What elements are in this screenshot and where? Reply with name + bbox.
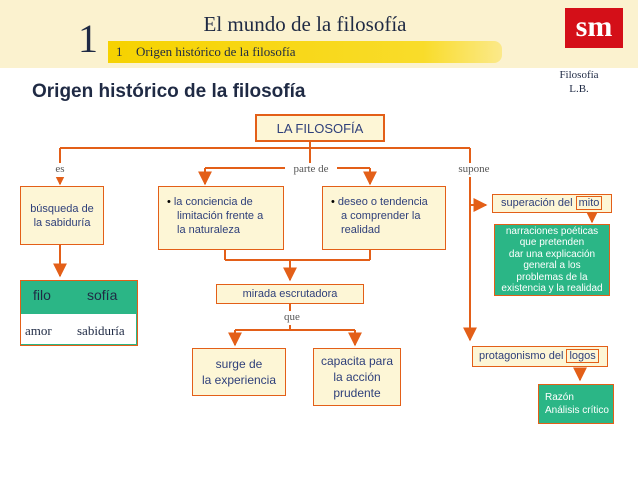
node-conciencia-line2: limitación frente a bbox=[177, 210, 264, 222]
book-title: El mundo de la filosofía bbox=[203, 12, 407, 36]
node-capacita: capacita para la acción prudente bbox=[313, 348, 401, 406]
node-mirada: mirada escrutadora bbox=[216, 284, 364, 304]
node-protagonismo-prefix: protagonismo del bbox=[479, 350, 564, 362]
section-title: Origen histórico de la filosofía bbox=[136, 44, 296, 59]
node-deseo-line3: realidad bbox=[341, 224, 381, 236]
node-razon: Razón Análisis crítico bbox=[538, 384, 614, 424]
etymology-sabiduria: sabiduría bbox=[77, 323, 125, 338]
node-conciencia: la conciencia de limitación frente a la … bbox=[158, 186, 284, 250]
node-superacion-prefix: superación del bbox=[501, 197, 573, 209]
node-busqueda-line1: búsqueda de bbox=[30, 202, 94, 215]
node-capacita-line2: la acción bbox=[333, 370, 381, 384]
subject-line-2: L.B. bbox=[569, 83, 589, 95]
node-razon-line2: Análisis crítico bbox=[545, 405, 609, 416]
node-superacion-key: mito bbox=[575, 196, 603, 210]
node-narraciones: narraciones poéticas que pretenden dar u… bbox=[494, 224, 610, 296]
node-busqueda-line2: la sabiduría bbox=[33, 216, 91, 229]
node-surge-line2: la experiencia bbox=[201, 373, 277, 387]
node-protagonismo-key: logos bbox=[566, 349, 599, 363]
node-capacita-line3: prudente bbox=[333, 386, 381, 400]
edge-label-parte-de: parte de bbox=[285, 163, 337, 177]
etymology-sofia: sofía bbox=[87, 287, 118, 303]
node-deseo-line2: a comprender la bbox=[341, 210, 421, 222]
edge-label-supone: supone bbox=[452, 163, 496, 177]
node-narraciones-line2: que pretenden bbox=[519, 237, 585, 248]
node-busqueda: búsqueda de la sabiduría bbox=[20, 186, 104, 245]
node-surge-line1: surge de bbox=[215, 357, 263, 371]
edge-label-que: que bbox=[280, 311, 304, 325]
chapter-number: 1 bbox=[78, 16, 98, 61]
etymology-filo: filo bbox=[33, 287, 51, 303]
node-surge: surge de la experiencia bbox=[192, 348, 286, 396]
node-narraciones-line5: problemas de la bbox=[516, 271, 588, 283]
node-narraciones-line3: dar una explicación bbox=[508, 248, 596, 260]
subject-label: Filosofía L.B. bbox=[540, 68, 618, 98]
node-conciencia-line3: la naturaleza bbox=[177, 224, 240, 236]
node-conciencia-line1: la conciencia de bbox=[167, 195, 277, 209]
section-bar bbox=[108, 41, 502, 63]
etymology-lower-band bbox=[21, 314, 136, 344]
node-narraciones-line4: general a los bbox=[523, 260, 581, 271]
node-deseo-line1: deseo o tendencia bbox=[331, 195, 439, 209]
etymology-amor: amor bbox=[25, 323, 52, 338]
node-narraciones-line1: narraciones poéticas bbox=[505, 225, 599, 237]
edge-label-es: es bbox=[46, 163, 74, 177]
node-etymology: filo sofía amor sabiduría bbox=[20, 280, 138, 346]
node-protagonismo: protagonismo del logos bbox=[472, 346, 608, 367]
node-deseo: deseo o tendencia a comprender la realid… bbox=[322, 186, 446, 250]
subject-line-1: Filosofía bbox=[559, 69, 599, 81]
node-superacion: superación del mito bbox=[492, 194, 612, 213]
page-title: Origen histórico de la filosofía bbox=[32, 81, 306, 102]
node-capacita-line1: capacita para bbox=[320, 354, 394, 368]
node-narraciones-line6: existencia y la realidad bbox=[501, 283, 603, 294]
root-node: LA FILOSOFÍA bbox=[255, 114, 385, 142]
publisher-logo: sm bbox=[565, 8, 623, 48]
node-razon-line1: Razón bbox=[545, 392, 574, 403]
section-number: 1 bbox=[116, 44, 123, 59]
